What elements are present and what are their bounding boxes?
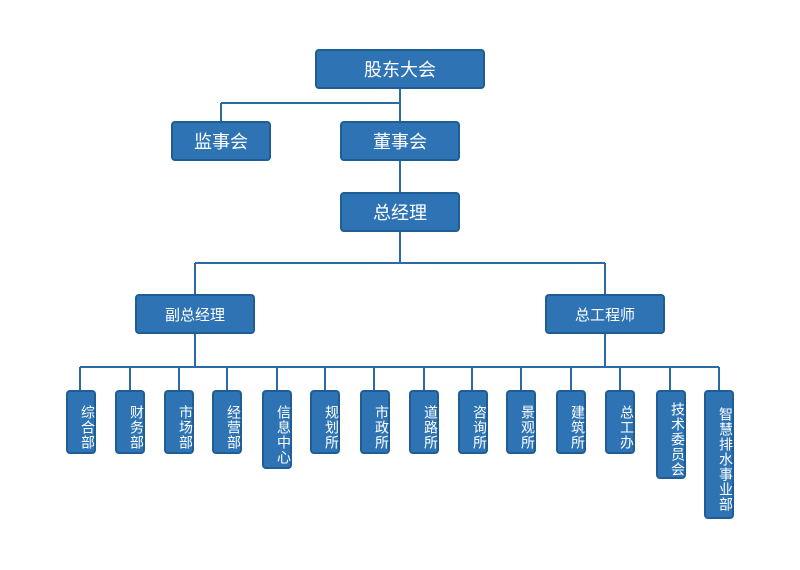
department-node: 市政所 <box>360 390 390 454</box>
board-of-directors-node: 董事会 <box>340 121 460 161</box>
supervisory-board-node: 监事会 <box>171 121 271 161</box>
department-node: 规划所 <box>310 390 340 454</box>
deputy-general-manager-node: 副总经理 <box>135 294 255 334</box>
department-node: 景观所 <box>506 390 536 454</box>
department-node: 道路所 <box>409 390 439 454</box>
chief-engineer-node: 总工程师 <box>545 294 665 334</box>
department-node: 建筑所 <box>556 390 586 454</box>
shareholders-meeting-node: 股东大会 <box>315 49 485 89</box>
department-node: 信息中心 <box>262 390 292 469</box>
department-node: 综合部 <box>66 390 96 454</box>
department-node: 财务部 <box>115 390 145 454</box>
department-node: 智慧排水事业部 <box>704 390 734 519</box>
department-node: 技术委员会 <box>656 390 686 479</box>
department-node: 经营部 <box>212 390 242 454</box>
department-node: 市场部 <box>164 390 194 454</box>
general-manager-node: 总经理 <box>340 192 460 232</box>
department-node: 总工办 <box>605 390 635 454</box>
department-node: 咨询所 <box>458 390 488 454</box>
